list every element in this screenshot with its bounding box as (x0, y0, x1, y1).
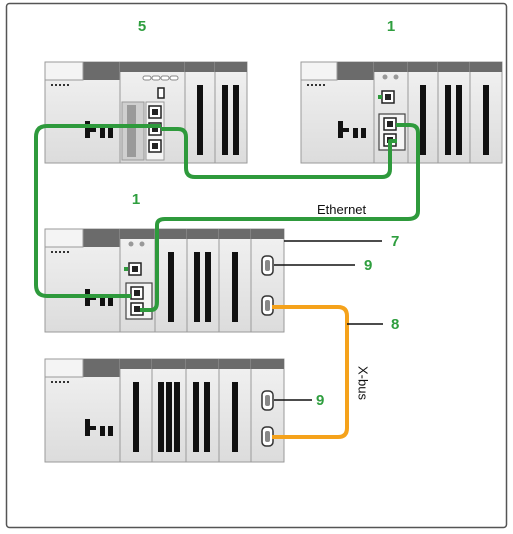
rj45-port-icon (378, 90, 395, 104)
terminal-block-icon (85, 121, 113, 138)
xbus-label: X-bus (356, 366, 371, 400)
vent-pattern-icon (51, 84, 69, 86)
vent-pattern-icon (307, 84, 325, 86)
sub-d-connector-icon (261, 390, 274, 411)
callout-9-top: 9 (364, 257, 372, 274)
ethernet-cable-top-link (161, 127, 397, 179)
callout-1-top: 1 (387, 18, 395, 35)
callout-7: 7 (391, 233, 399, 250)
sub-d-connector-icon (261, 426, 274, 447)
rack-top-right (300, 61, 503, 164)
xbus-cable (272, 305, 349, 439)
status-led-icons (142, 75, 179, 81)
rack-bottom (44, 358, 285, 463)
callout-5: 5 (138, 18, 146, 35)
callout-1-middle: 1 (132, 191, 140, 208)
rj45-port-icon (148, 105, 162, 119)
rj45-port-icon (130, 286, 144, 300)
sub-d-connector-icon (261, 255, 274, 276)
callout-8: 8 (391, 316, 399, 333)
terminal-block-icon (338, 121, 366, 138)
ethernet-cable-right-link (140, 123, 420, 312)
rj45-port-icon (383, 117, 397, 131)
ethernet-cable-left-loop (34, 124, 161, 298)
rack-middle (44, 228, 285, 333)
callout-9-bottom: 9 (316, 392, 324, 409)
rj45-port-icon (148, 139, 162, 153)
terminal-block-icon (85, 419, 113, 436)
ethernet-label: Ethernet (317, 202, 367, 217)
rack-top-left (44, 61, 248, 164)
vent-pattern-icon (51, 381, 69, 383)
vent-pattern-icon (51, 251, 69, 253)
sub-d-connector-icon (261, 295, 274, 316)
rj45-port-icon (124, 262, 142, 276)
